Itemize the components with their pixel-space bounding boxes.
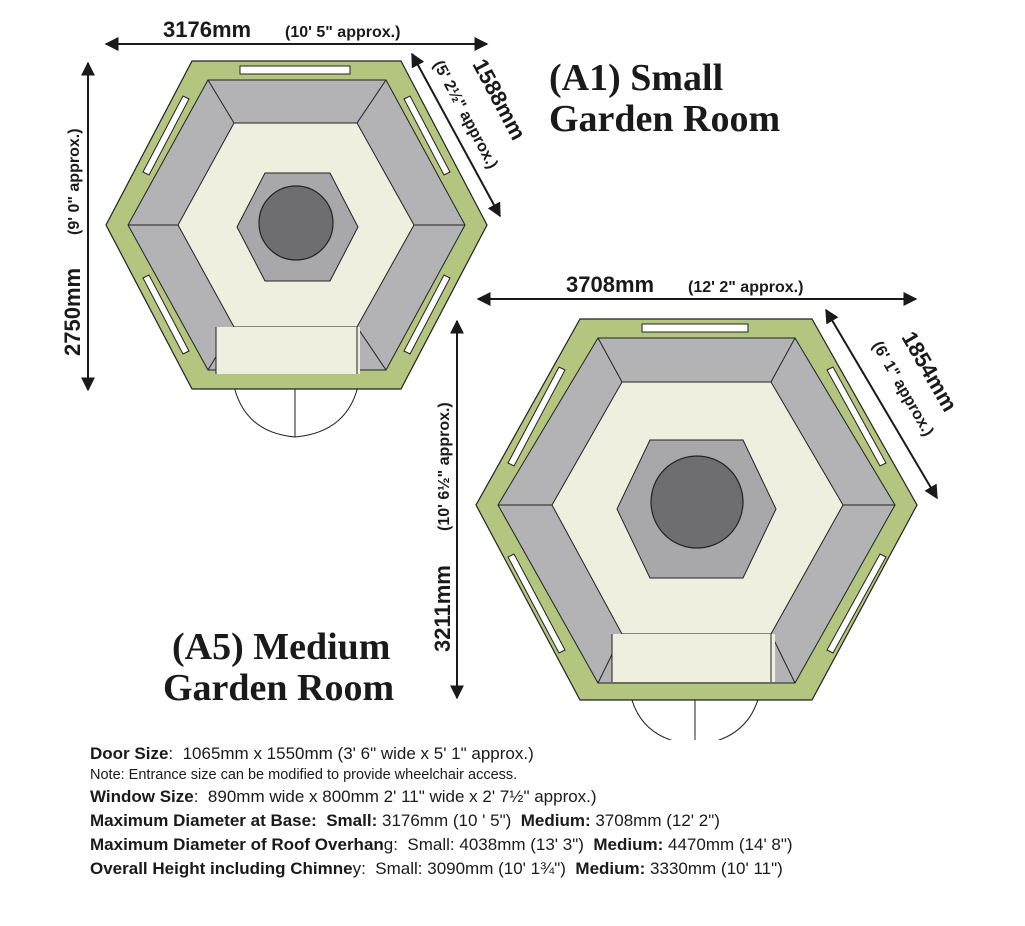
floor-plan-diagram: 3176mm (10' 5" approx.) 2750mm (9' 0" ap… (60, 17, 962, 740)
height-line: Overall Height including Chimney: Small:… (90, 857, 1010, 881)
small-room-title-line1: (A1) Small (549, 57, 723, 99)
specifications: Door Size: 1065mm x 1550mm (3' 6" wide x… (90, 742, 1010, 881)
medium-width-label: 3708mm (566, 272, 654, 297)
base-medium-value: 3708mm (12' 2") (595, 811, 720, 830)
small-width-label: 3176mm (163, 17, 251, 42)
height-small-value: Small: 3090mm (10' 1¾") (375, 859, 566, 878)
roof-diameter-line: Maximum Diameter of Roof Overhang: Small… (90, 833, 1010, 857)
height-medium-value: 3330mm (10' 11") (650, 859, 783, 878)
small-room-plan (105, 60, 488, 438)
medium-room-plan (475, 318, 918, 740)
door-size-label: Door Size (90, 744, 169, 763)
medium-depth-label: 3211mm (430, 565, 455, 652)
small-depth-approx: (9' 0" approx.) (66, 128, 83, 235)
height-label-tail: y: (352, 859, 366, 878)
medium-width-approx: (12' 2" approx.) (688, 279, 803, 296)
roof-small-value: Small: 4038mm (13' 3") (407, 835, 584, 854)
window-size-line: Window Size: 890mm wide x 800mm 2' 11" w… (90, 787, 597, 806)
roof-medium-value: 4470mm (14' 8") (668, 835, 793, 854)
base-medium-label: Medium: (520, 811, 591, 830)
small-room-stove (258, 185, 334, 261)
small-width-approx: (10' 5" approx.) (285, 24, 400, 41)
window-size-label: Window Size (90, 787, 194, 806)
medium-depth-approx: (10' 6½" approx.) (436, 402, 453, 531)
base-diameter-label: Maximum Diameter at Base: (90, 811, 317, 830)
door-size-value: 1065mm x 1550mm (3' 6" wide x 5' 1" appr… (182, 744, 534, 763)
small-side-arrow (411, 52, 501, 218)
entrance-note: Note: Entrance size can be modified to p… (90, 767, 518, 783)
roof-medium-label: Medium: (593, 835, 664, 854)
medium-room-title-line2: Garden Room (163, 667, 394, 709)
roof-diameter-label-tail: g: (383, 835, 398, 854)
small-depth-label: 2750mm (60, 268, 85, 356)
window-size-value: 890mm wide x 800mm 2' 11" wide x 2' 7½" … (207, 787, 597, 806)
roof-diameter-label: Maximum Diameter of Roof Overhan (90, 835, 384, 854)
medium-room-title-line1: (A5) Medium (172, 626, 390, 668)
medium-room-stove (650, 455, 744, 549)
height-medium-label: Medium: (575, 859, 646, 878)
base-diameter-line: Maximum Diameter at Base: Small: 3176mm … (90, 809, 1010, 833)
base-small-value: 3176mm (10 ' 5") (381, 811, 512, 830)
small-room-title-line2: Garden Room (549, 98, 780, 140)
height-label: Overall Height including Chimne (90, 859, 353, 878)
base-small-label: Small: (326, 811, 378, 830)
medium-side-arrow (825, 308, 938, 500)
door-size-line: Door Size: 1065mm x 1550mm (3' 6" wide x… (90, 744, 534, 763)
